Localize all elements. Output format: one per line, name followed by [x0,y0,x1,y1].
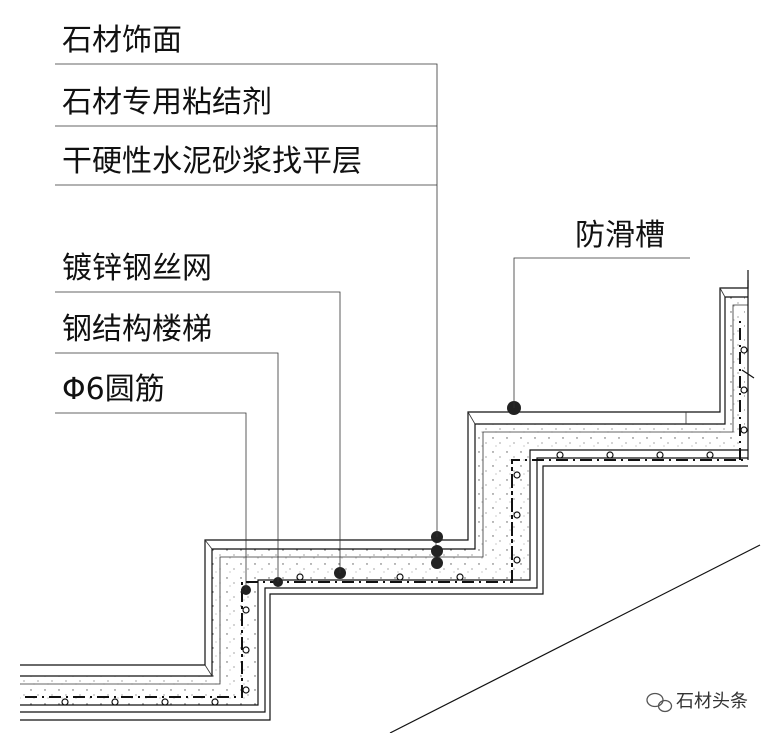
steel-stair-plate-inner [20,457,748,713]
steel-stair-plate [20,449,748,706]
round-bars [61,346,748,706]
mortar-bed [20,297,745,705]
stone-joints [204,287,726,677]
label-leveling-layer: 干硬性水泥砂浆找平层 [62,144,362,179]
stone-facing-inner [20,296,748,677]
galvanized-mesh-line [25,459,745,698]
watermark-text: 石材头条 [676,691,748,712]
wechat-icon [646,692,673,713]
label-steel-stair: 钢结构楼梯 [62,312,212,347]
leader-lines [55,63,690,590]
watermark: 石材头条 [646,691,748,713]
label-galvanized-mesh: 镀锌钢丝网 [62,251,212,286]
break-mark [741,270,755,460]
label-anti-slip-groove: 防滑槽 [575,218,665,253]
adhesive-layer [20,304,748,685]
label-stone-facing: 石材饰面 [62,23,182,58]
stringer-underside [389,544,761,733]
steel-stair-plate-edge [20,465,748,721]
label-stone-adhesive: 石材专用粘结剂 [62,85,272,120]
label-round-bar: Φ6圆筋 [62,372,165,407]
galvanized-mesh-riser [241,320,741,697]
